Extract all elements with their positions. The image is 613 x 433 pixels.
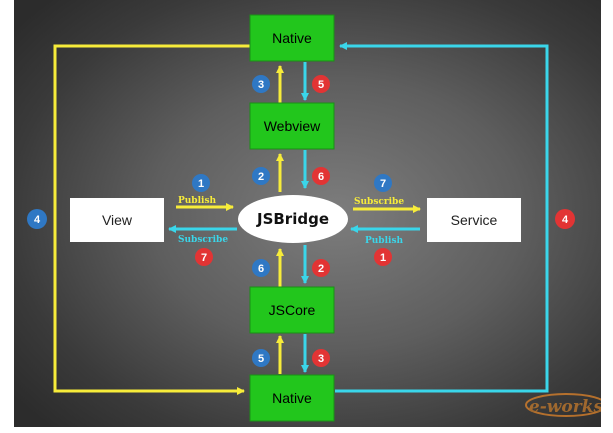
badge-blue-2-text: 2 bbox=[258, 171, 264, 183]
node-jscore-label: JSCore bbox=[269, 302, 316, 318]
node-view-label: View bbox=[102, 212, 133, 228]
node-service-label: Service bbox=[451, 212, 498, 228]
badge-blue-4-left-text: 4 bbox=[34, 214, 41, 226]
badge-red-5-top-text: 5 bbox=[318, 79, 324, 91]
badge-blue-2: 2 bbox=[252, 167, 270, 185]
badge-red-1-service-text: 1 bbox=[380, 252, 386, 264]
label-subscribe-right: Subscribe bbox=[354, 197, 404, 207]
node-native-top-label: Native bbox=[272, 30, 312, 46]
node-service: Service bbox=[427, 198, 521, 242]
node-jscore: JSCore bbox=[249, 286, 335, 334]
right-loop-connector bbox=[335, 42, 549, 393]
badge-red-5-top: 5 bbox=[312, 75, 330, 93]
node-native-bottom-label: Native bbox=[272, 390, 312, 406]
label-publish-right: Publish bbox=[365, 236, 404, 246]
node-native-bottom: Native bbox=[249, 374, 335, 422]
architecture-diagram: Publish Subscribe Subscribe Publish Nati… bbox=[14, 0, 601, 427]
node-webview-label: Webview bbox=[264, 118, 321, 134]
watermark-text: e-works bbox=[529, 397, 601, 417]
badge-red-6: 6 bbox=[312, 167, 330, 185]
left-loop-connector bbox=[53, 44, 250, 395]
badge-red-4-right: 4 bbox=[555, 209, 575, 229]
badge-blue-1-view: 1 bbox=[192, 174, 210, 192]
node-webview: Webview bbox=[249, 102, 335, 150]
badge-red-7-view: 7 bbox=[195, 248, 213, 266]
badge-blue-6: 6 bbox=[252, 259, 270, 277]
badge-red-3-bottom-text: 3 bbox=[318, 353, 324, 365]
label-publish-left: Publish bbox=[178, 196, 217, 206]
badge-blue-4-left: 4 bbox=[27, 209, 47, 229]
label-subscribe-left: Subscribe bbox=[178, 235, 228, 245]
badge-blue-5-bottom: 5 bbox=[252, 349, 270, 367]
watermark-logo: e-works bbox=[525, 393, 601, 417]
badge-red-7-view-text: 7 bbox=[201, 252, 207, 264]
node-jsbridge-label: JSBridge bbox=[256, 210, 329, 228]
diagram-canvas: Publish Subscribe Subscribe Publish Nati… bbox=[27, 14, 601, 422]
badge-blue-7-service: 7 bbox=[374, 174, 392, 192]
node-jsbridge: JSBridge bbox=[238, 195, 348, 243]
badge-blue-1-view-text: 1 bbox=[198, 178, 204, 190]
badge-blue-3-top-text: 3 bbox=[258, 79, 264, 91]
badge-blue-7-service-text: 7 bbox=[380, 178, 386, 190]
badge-red-1-service: 1 bbox=[374, 248, 392, 266]
badge-blue-6-text: 6 bbox=[258, 263, 264, 275]
badge-red-2-text: 2 bbox=[318, 263, 324, 275]
badge-red-2: 2 bbox=[312, 259, 330, 277]
node-native-top: Native bbox=[249, 14, 335, 62]
badge-red-6-text: 6 bbox=[318, 171, 324, 183]
badge-blue-3-top: 3 bbox=[252, 75, 270, 93]
badge-blue-5-bottom-text: 5 bbox=[258, 353, 264, 365]
node-view: View bbox=[70, 198, 164, 242]
badge-red-4-right-text: 4 bbox=[562, 214, 569, 226]
badge-red-3-bottom: 3 bbox=[312, 349, 330, 367]
